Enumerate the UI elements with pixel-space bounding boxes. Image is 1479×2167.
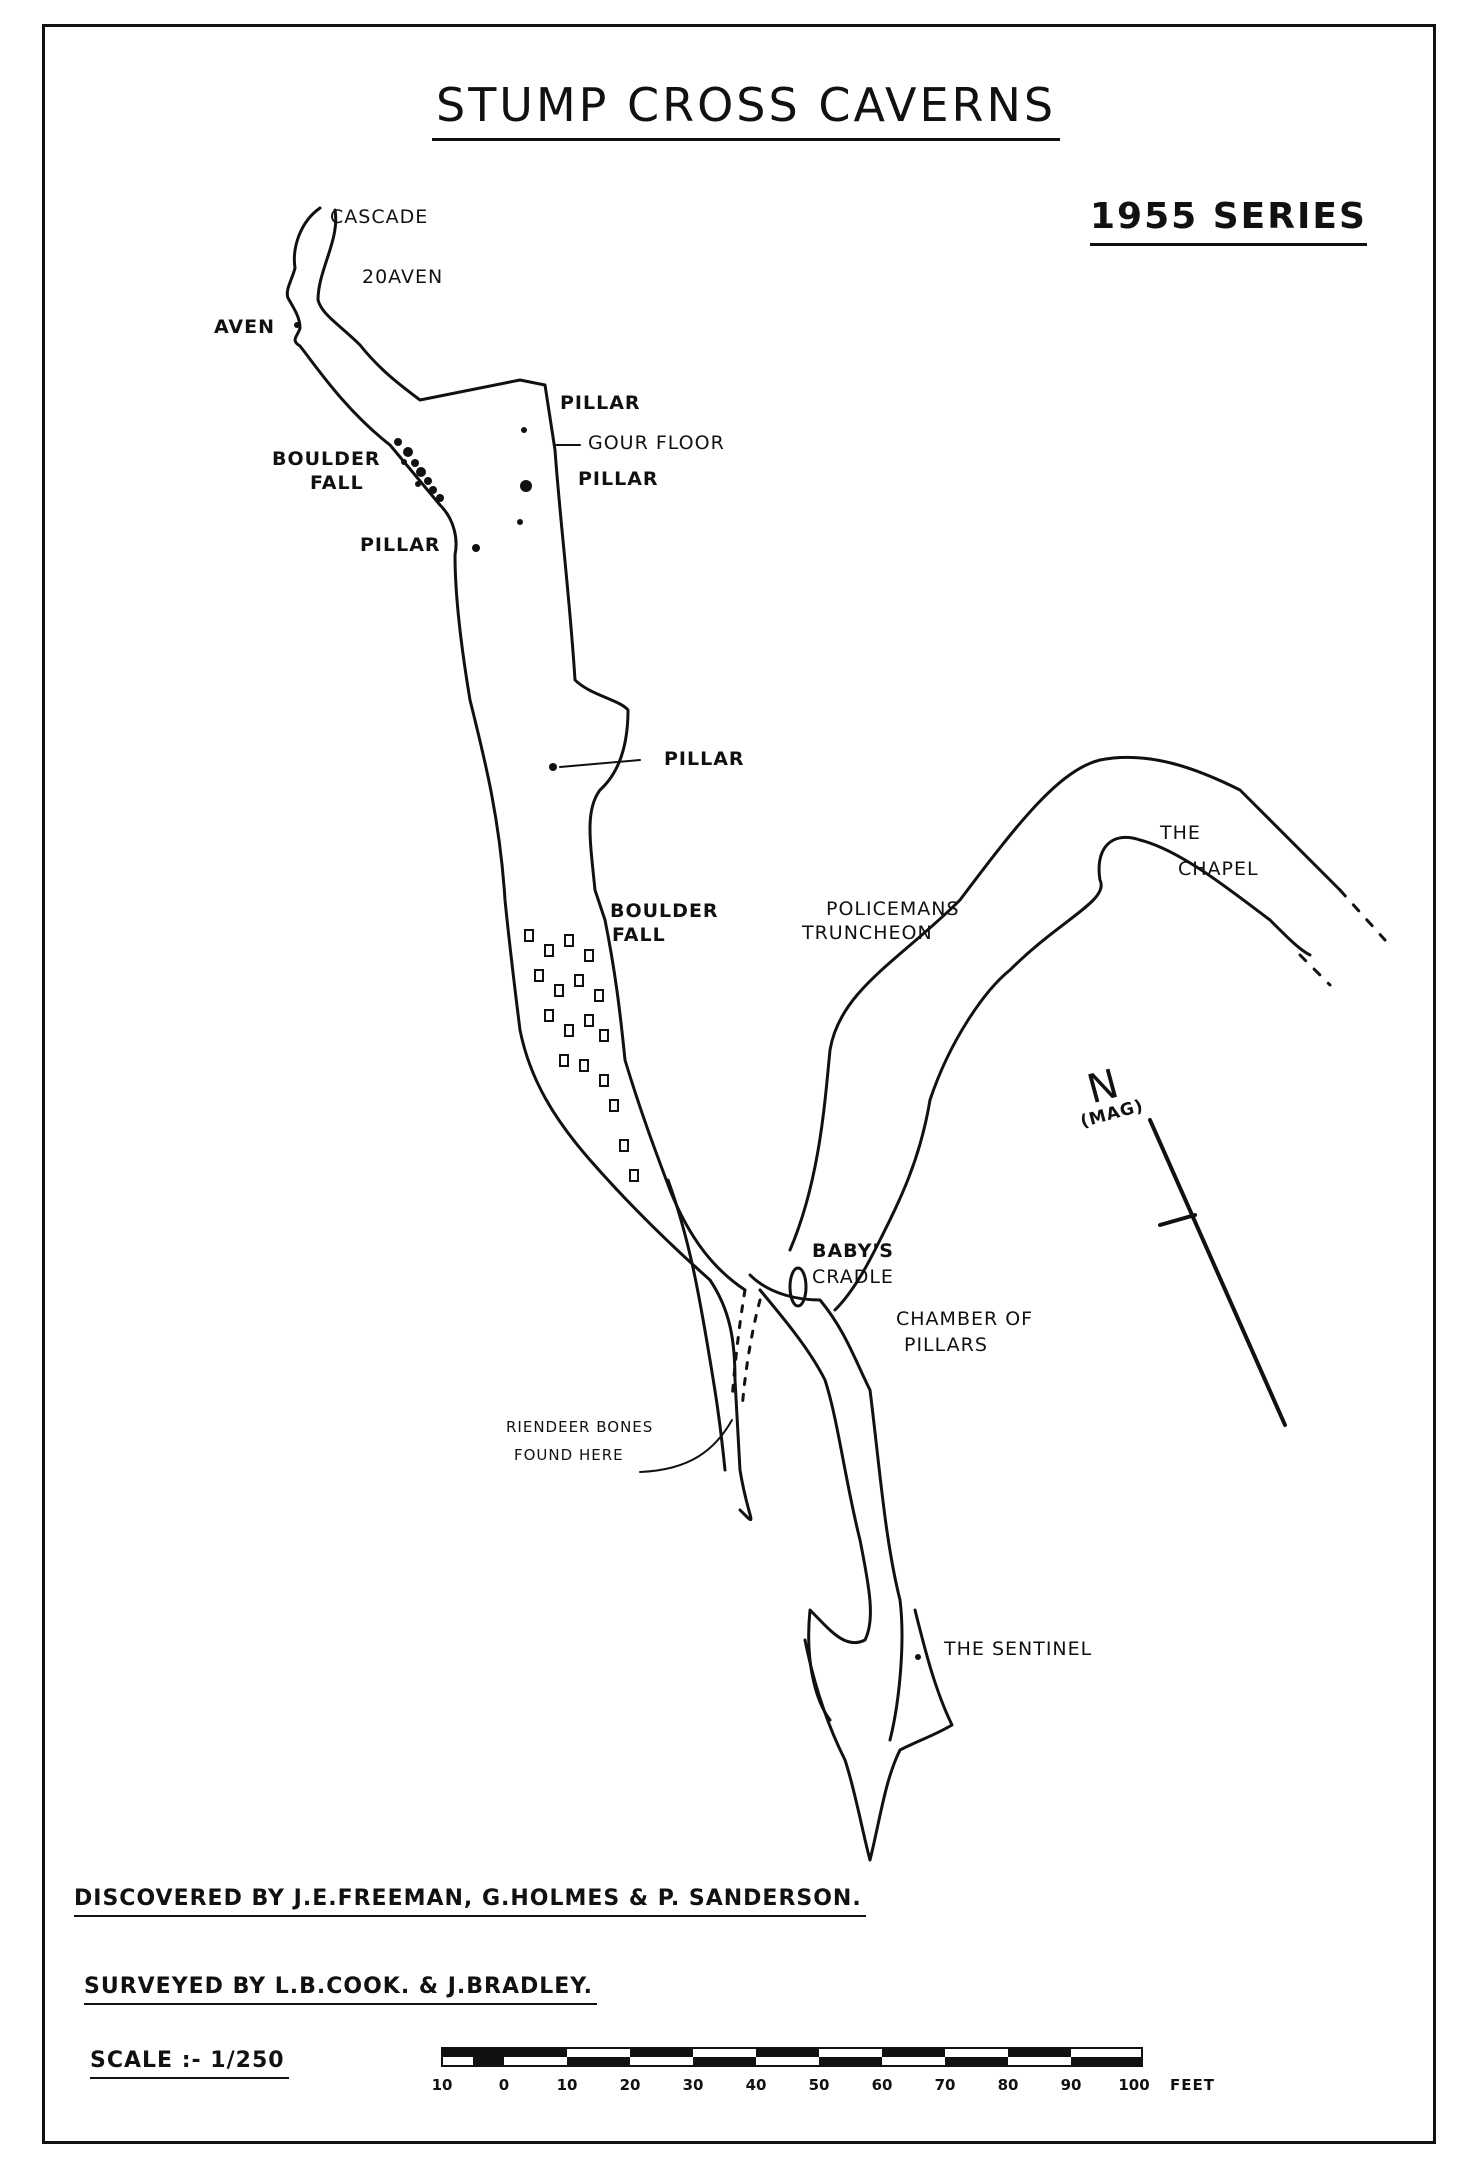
sentinel-passage <box>803 1608 954 1862</box>
chapel-inner-wall <box>833 835 1312 1312</box>
label-the: THE <box>1160 822 1201 844</box>
scale-tick-label: 50 <box>808 2076 830 2094</box>
map-border <box>42 24 1436 2144</box>
label-gour-floor: GOUR FLOOR <box>588 432 725 454</box>
babys-cradle-shape <box>788 1266 808 1308</box>
map-title: STUMP CROSS CAVERNS <box>432 78 1061 141</box>
scale-tick-label: 60 <box>871 2076 893 2094</box>
scale-tick-label: 90 <box>1060 2076 1082 2094</box>
lower-passage <box>666 1178 727 1472</box>
label-pillar-1: PILLAR <box>560 392 641 414</box>
label-aven: AVEN <box>214 316 275 338</box>
label-the-sentinel: THE SENTINEL <box>944 1638 1093 1660</box>
surveyed-credit: SURVEYED BY L.B.COOK. & J.BRADLEY. <box>84 1974 597 2005</box>
label-pillar-4: PILLAR <box>664 748 745 770</box>
label-pillar-3: PILLAR <box>360 534 441 556</box>
chamber-east-wall <box>748 1273 904 1742</box>
label-pillars: PILLARS <box>904 1334 988 1356</box>
boulder-fall-lower-texture <box>524 929 639 1182</box>
scale-tick-label: 10 <box>556 2076 578 2094</box>
north-arrow-shaft <box>1148 1118 1287 1427</box>
label-found-here: FOUND HERE <box>514 1446 624 1464</box>
scale-bar-graphic <box>441 2047 1143 2067</box>
pillar-pointer <box>559 759 641 768</box>
main-passage-right-wall <box>316 208 747 1292</box>
scale-tick-label: 100 <box>1118 2076 1150 2094</box>
label-cradle: CRADLE <box>812 1266 894 1288</box>
main-passage-left-wall <box>285 206 753 1522</box>
boulder-fall-upper-texture <box>294 322 557 771</box>
label-chapel: CHAPEL <box>1178 858 1259 880</box>
scale-tick-label: 70 <box>934 2076 956 2094</box>
label-20-aven: 20AVEN <box>362 266 444 288</box>
scale-tick-label: 10 <box>431 2076 453 2094</box>
scale-unit: FEET <box>1170 2076 1215 2094</box>
scale-tick-label: 0 <box>498 2076 510 2094</box>
chapel-dashed-end <box>1298 888 1387 987</box>
scale-tick-label: 20 <box>619 2076 641 2094</box>
label-boulder-fall-2a: BOULDER <box>610 900 719 922</box>
scale-tick-label: 40 <box>745 2076 767 2094</box>
series-label: 1955 SERIES <box>1090 196 1367 246</box>
scale-label: SCALE :- 1/250 <box>90 2048 289 2079</box>
label-boulder-fall-1a: BOULDER <box>272 448 381 470</box>
chapel-outer-wall <box>788 755 1342 1252</box>
reindeer-pointer <box>639 1419 733 1473</box>
label-boulder-fall-1b: FALL <box>310 472 364 494</box>
scale-tick-label: 30 <box>682 2076 704 2094</box>
label-cascade: CASCADE <box>330 206 429 228</box>
label-chamber-of: CHAMBER OF <box>896 1308 1034 1330</box>
north-arrow-crossbar <box>1158 1213 1197 1227</box>
label-reindeer-bones: RIENDEER BONES <box>506 1418 654 1436</box>
label-policemans: POLICEMANS <box>826 898 960 920</box>
sentinel-dot <box>915 1654 921 1660</box>
scale-tick-label: 80 <box>997 2076 1019 2094</box>
discovered-credit: DISCOVERED BY J.E.FREEMAN, G.HOLMES & P.… <box>74 1886 866 1917</box>
chamber-west-wall <box>758 1288 872 1722</box>
label-boulder-fall-2b: FALL <box>612 924 666 946</box>
reindeer-passage <box>730 1288 762 1412</box>
label-truncheon: TRUNCHEON <box>802 922 933 944</box>
label-pillar-2: PILLAR <box>578 468 659 490</box>
label-babys: BABY'S <box>812 1240 894 1262</box>
